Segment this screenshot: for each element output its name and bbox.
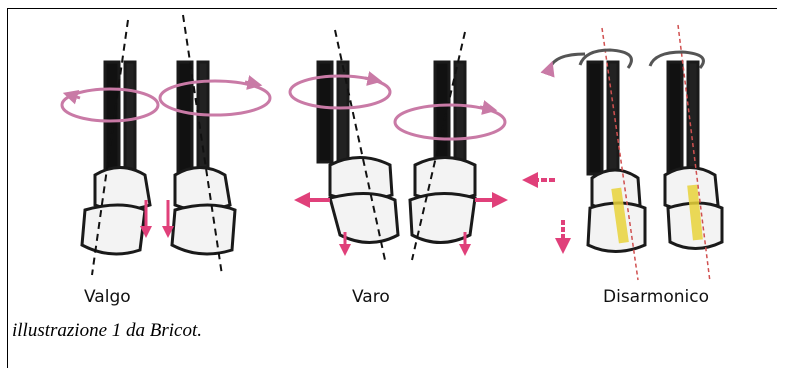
varo-left-rotation-head — [365, 78, 375, 80]
valgo-left-rotation-head — [70, 95, 80, 98]
varo-right-rotation-head — [480, 107, 490, 109]
varo-right-leg — [410, 62, 475, 243]
varo-group — [290, 30, 505, 260]
label-disarmonico: Disarmonico — [603, 287, 709, 307]
foot-axis-illustration — [10, 10, 780, 320]
valgo-right-rotation-head — [245, 82, 255, 84]
label-valgo: Valgo — [84, 287, 131, 307]
frame-left-border — [7, 8, 8, 368]
label-varo: Varo — [352, 287, 390, 307]
disarmonico-left-rotation-head — [550, 54, 585, 68]
valgo-group — [62, 15, 270, 275]
figure-caption: illustrazione 1 da Bricot. — [12, 320, 202, 342]
frame-top-border — [7, 8, 777, 9]
disarmonico-group — [530, 25, 722, 282]
varo-left-leg — [318, 62, 398, 243]
